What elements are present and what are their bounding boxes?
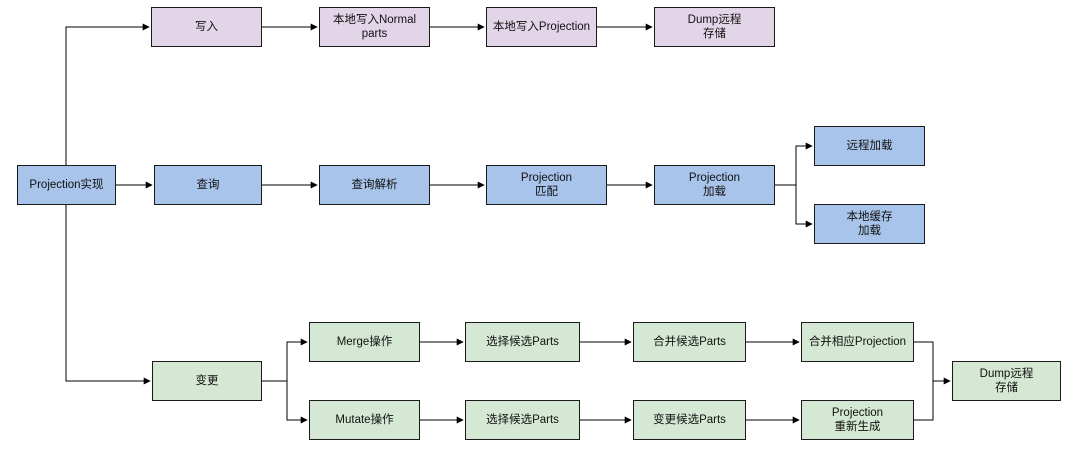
write-local-projection-node: 本地写入Projection <box>486 7 597 47</box>
edge-regen-dump <box>914 381 934 421</box>
projection-load-node: Projection 加载 <box>654 165 775 205</box>
projection-regenerate-node: Projection 重新生成 <box>801 400 914 440</box>
final-dump-node: Dump远程 存储 <box>952 361 1061 401</box>
query-parse-node: 查询解析 <box>319 165 430 205</box>
edge-root-mutation <box>65 205 151 385</box>
edge-mergeproj-dump <box>914 341 951 385</box>
merge-select-node: 选择候选Parts <box>465 322 580 362</box>
merge-projection-node: 合并相应Projection <box>801 322 914 362</box>
query-node: 查询 <box>154 165 262 205</box>
mutation-node: 变更 <box>152 361 262 401</box>
merge-op-node: Merge操作 <box>309 322 420 362</box>
remote-load-node: 远程加载 <box>814 126 925 166</box>
local-cache-load-node: 本地缓存 加载 <box>814 204 925 244</box>
edge-load-cache <box>795 185 813 228</box>
write-node: 写入 <box>151 7 262 47</box>
write-local-normal-node: 本地写入Normal parts <box>319 7 430 47</box>
merge-combine-node: 合并候选Parts <box>633 322 746 362</box>
edge-load-remote <box>775 142 813 186</box>
write-dump-node: Dump远程 存储 <box>654 7 775 47</box>
mutate-change-node: 变更候选Parts <box>633 400 746 440</box>
mutate-op-node: Mutate操作 <box>309 400 420 440</box>
projection-match-node: Projection 匹配 <box>486 165 607 205</box>
edge-root-write <box>65 23 150 165</box>
edge-mutation-mutate <box>286 381 308 424</box>
root-node: Projection实现 <box>17 165 116 205</box>
mutate-select-node: 选择候选Parts <box>465 400 580 440</box>
edge-mutation-merge <box>262 338 308 382</box>
